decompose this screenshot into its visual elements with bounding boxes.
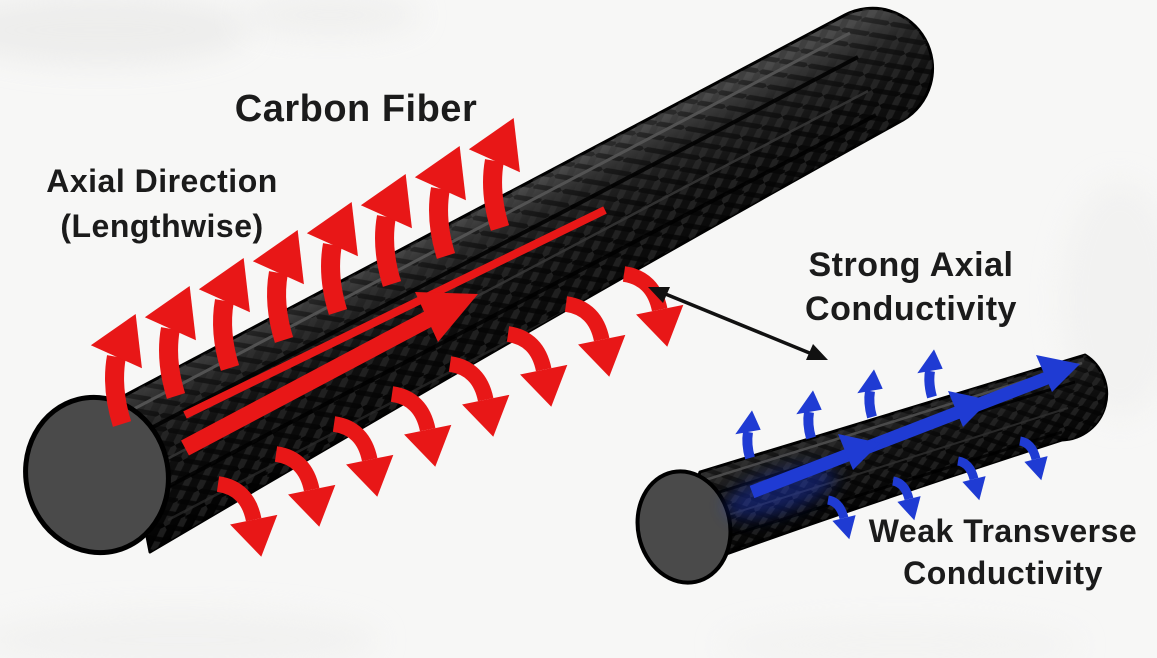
blue-axial-arrow [724, 355, 1080, 519]
blue-axial-arrowhead [1036, 355, 1080, 392]
blue-chevron-1 [838, 434, 880, 470]
red-axial-shaft [181, 309, 436, 456]
large-fiber-end-cap [23, 394, 171, 556]
strong-axial-line1: Strong Axial [808, 246, 1014, 284]
strong-axial-line2: Conductivity [805, 290, 1017, 329]
blue-axial-shaft [749, 366, 1063, 499]
blue-glow [724, 465, 836, 519]
large-fiber-braid-texture [120, 8, 933, 553]
red-axial-arrowhead [415, 292, 478, 342]
red-axial-arrow [181, 206, 607, 456]
axial-direction-line1: Axial Direction [46, 163, 278, 199]
strong-axial-label: Strong Axial Conductivity [805, 243, 1017, 331]
large-carbon-fiber [23, 6, 935, 556]
page-title: Carbon Fiber [235, 84, 477, 134]
weak-transverse-label: Weak Transverse Conductivity [869, 511, 1137, 594]
small-carbon-fiber [635, 353, 1109, 585]
weak-transverse-line1: Weak Transverse [868, 513, 1138, 549]
blue-chevron-2 [948, 391, 990, 427]
red-axial-line [183, 206, 607, 419]
title-text: Carbon Fiber [234, 88, 478, 130]
axial-direction-label: Axial Direction (Lengthwise) [46, 159, 278, 249]
small-fiber-end-cap [635, 469, 733, 585]
weak-transverse-line2: Conductivity [903, 554, 1103, 591]
annotation-arrow [648, 287, 828, 360]
axial-direction-line2: (Lengthwise) [60, 207, 264, 244]
